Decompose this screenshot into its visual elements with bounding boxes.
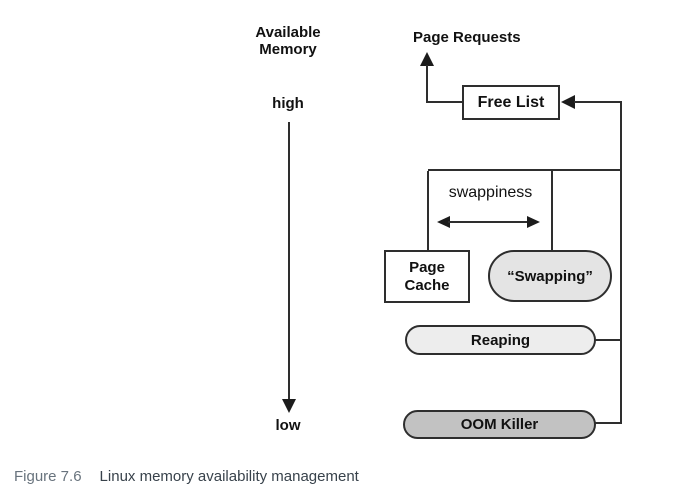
figure-caption: Figure 7.6 Linux memory availability mana… [14,468,359,485]
double-arrow-left-icon [437,216,450,228]
axis-low-label: low [275,417,301,434]
right-rail-line [620,101,622,424]
page-cache-label-line2: Cache [404,276,450,294]
reaping-node: Reaping [405,325,596,355]
oom-killer-node: OOM Killer [403,410,596,439]
rail-to-freelist-line [574,101,622,103]
freelist-to-pagerequests-line-vertical [426,65,428,103]
freelist-to-pagerequests-line-horizontal [426,101,462,103]
free-list-node: Free List [462,85,560,120]
arrow-up-icon [420,52,434,66]
axis-high-label: high [272,95,304,112]
swapping-label: “Swapping” [507,267,593,285]
axis-title-line2: Memory [259,41,317,58]
pagecache-drop-line [427,171,429,250]
oom-killer-label: OOM Killer [460,416,539,433]
page-cache-node: Page Cache [384,250,470,303]
swapping-drop-line [551,171,553,250]
reaping-label: Reaping [470,331,531,349]
page-cache-label-line1: Page [409,258,445,276]
double-arrow-right-icon [527,216,540,228]
swapping-node: “Swapping” [488,250,612,302]
axis-title-line1: Available [255,24,321,41]
free-list-label: Free List [477,93,545,111]
double-arrow-line [448,221,529,223]
arrow-down-icon [282,399,296,413]
arrow-left-icon [561,95,575,109]
figure-number: Figure 7.6 [14,468,82,485]
figure-caption-text: Linux memory availability management [99,468,359,485]
reaping-rail-connector-line [594,339,622,341]
page-requests-label: Page Requests [413,29,521,46]
oom-rail-connector-line [594,422,622,424]
swappiness-label: swappiness [448,184,533,201]
available-memory-axis-title: Available Memory [213,24,363,58]
memory-axis-arrow-shaft [288,122,290,400]
swappiness-branch-line [428,169,622,171]
